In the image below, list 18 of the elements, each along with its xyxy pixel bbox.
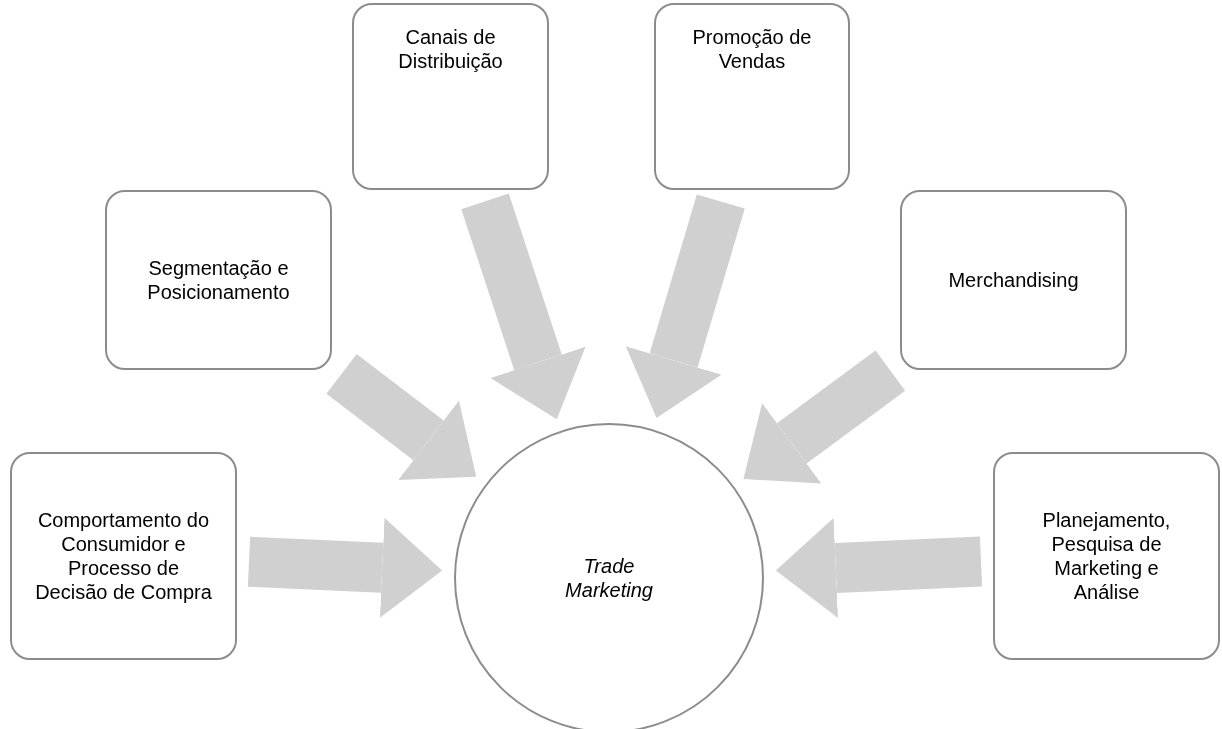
block-arrow <box>461 193 586 420</box>
topic-box <box>10 452 237 660</box>
block-arrow <box>326 354 477 481</box>
topic-box <box>900 190 1127 370</box>
topic-box <box>105 190 332 370</box>
topic-label: Merchandising <box>948 268 1079 292</box>
topic-box <box>654 3 850 190</box>
topic-box <box>993 452 1220 660</box>
topic-label: Segmentação e Posicionamento <box>146 256 291 304</box>
block-arrow <box>247 517 443 618</box>
block-arrow <box>775 518 983 618</box>
topic-label: Planejamento, Pesquisa de Marketing e Análise <box>1041 508 1172 604</box>
center-label: Trade Marketing <box>564 554 654 602</box>
block-arrow <box>625 194 745 418</box>
topic-box <box>352 3 549 190</box>
topic-label: Canais de Distribuição <box>397 25 504 73</box>
topic-label: Comportamento do Consumidor e Processo de Decisão de Compra <box>34 508 213 604</box>
topic-label: Promoção de Vendas <box>691 25 813 73</box>
